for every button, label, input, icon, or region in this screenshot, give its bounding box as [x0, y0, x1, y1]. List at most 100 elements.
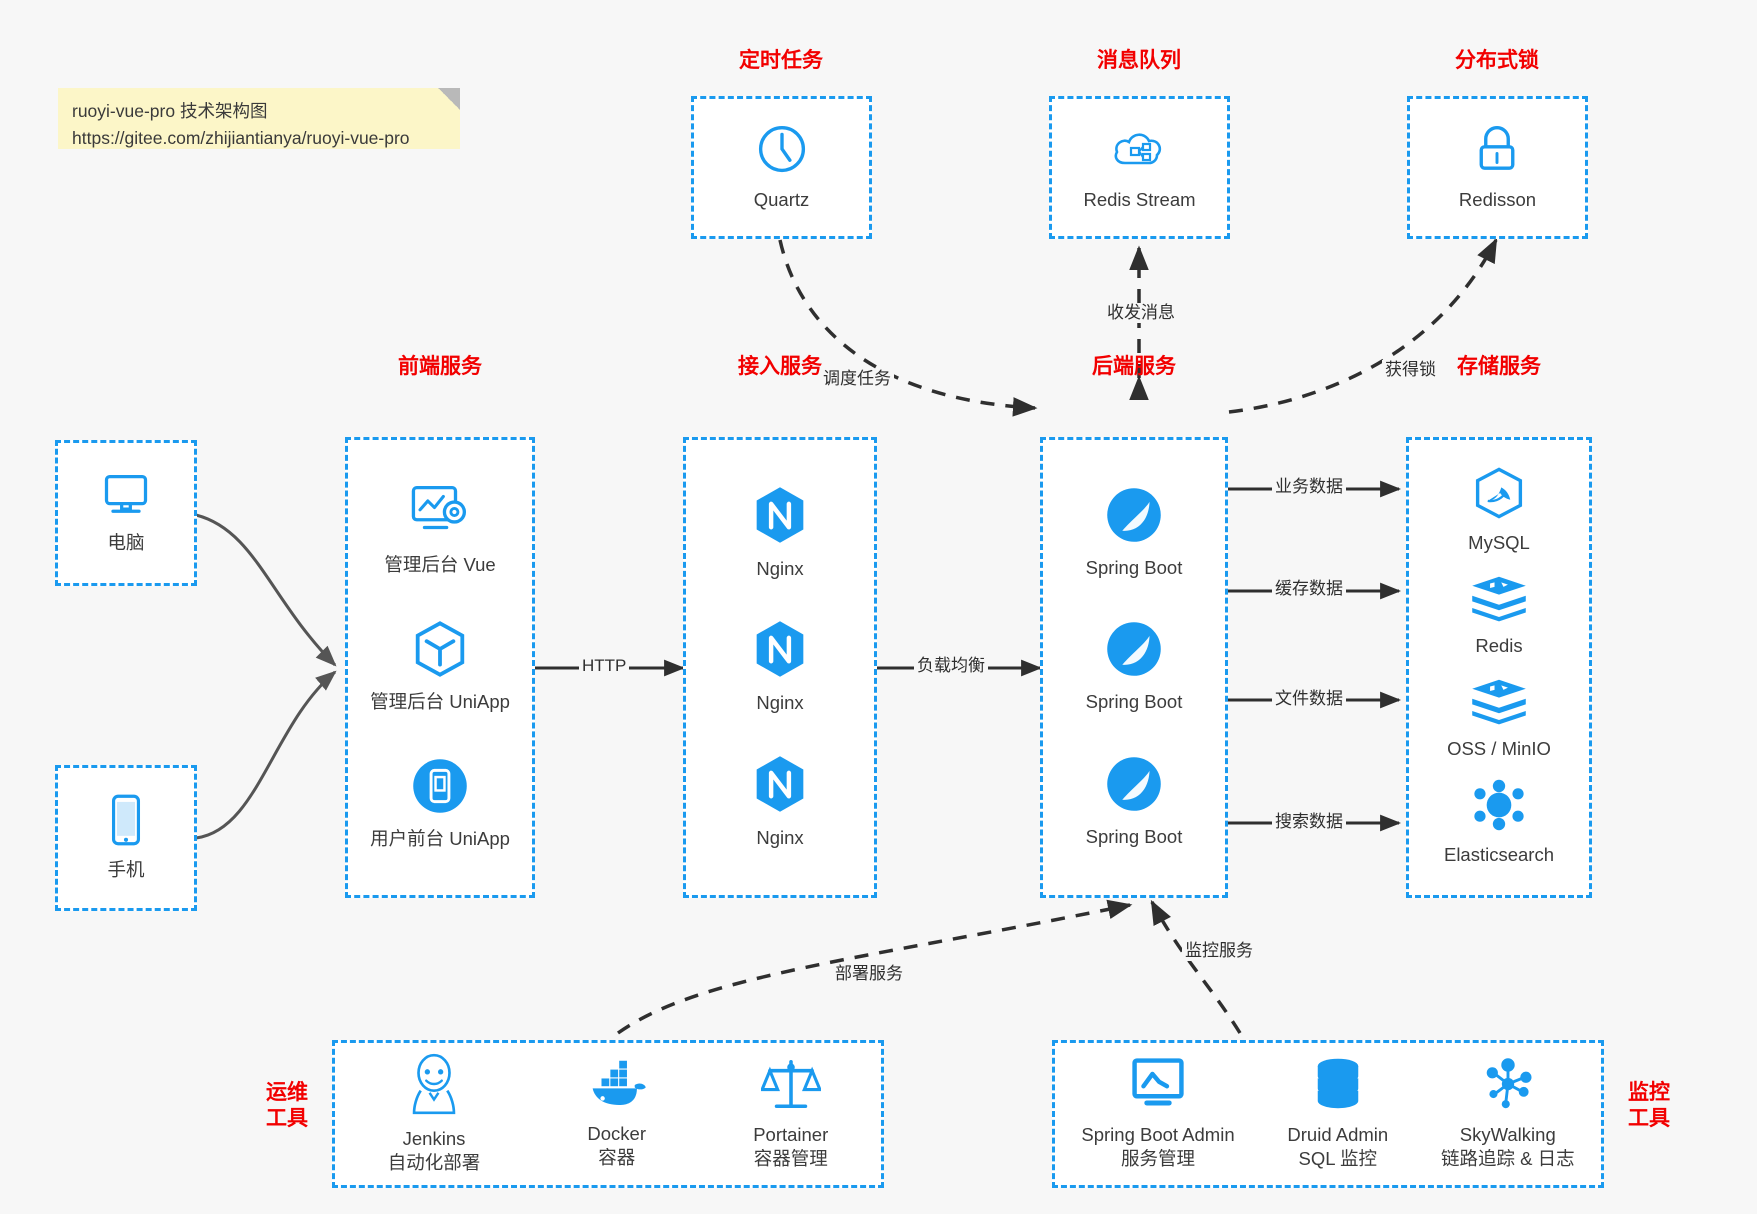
node-label: Redis: [1475, 634, 1523, 656]
nginx-icon: [753, 485, 807, 550]
node-skywalking[interactable]: SkyWalking 链路追踪 & 日志: [1441, 1057, 1575, 1172]
node-user-uniapp[interactable]: 用户前台 UniApp: [370, 757, 510, 851]
node-spring-boot-1[interactable]: Spring Boot: [1085, 486, 1183, 580]
node-label: Jenkins: [402, 1127, 466, 1149]
node-label: 电脑: [107, 531, 145, 553]
group-gateway-services: Nginx Nginx Nginx: [683, 437, 877, 898]
group-title-monitor: 监控 工具: [1617, 1080, 1681, 1131]
spring-leaf-icon: [1105, 755, 1163, 818]
edge-label-http: HTTP: [579, 656, 630, 677]
group-frontend-services: 管理后台 Vue 管理后台 UniApp 用户前台 UniApp: [345, 437, 535, 898]
node-label: Nginx: [756, 557, 804, 579]
node-label: Spring Boot Admin: [1081, 1123, 1235, 1145]
node-label: Spring Boot: [1085, 691, 1183, 713]
group-title-monitor-line1: 监控: [1628, 1081, 1670, 1104]
node-docker[interactable]: Docker 容器: [586, 1058, 648, 1171]
node-label: 管理后台 UniApp: [370, 691, 510, 713]
node-label: Nginx: [756, 692, 804, 714]
node-sublabel: 容器管理: [753, 1148, 828, 1169]
node-computer[interactable]: 电脑: [100, 471, 152, 555]
group-title-devops-line1: 运维: [266, 1081, 308, 1104]
node-label: Redisson: [1458, 189, 1537, 211]
node-sublabel: 容器: [598, 1147, 636, 1168]
node-elasticsearch[interactable]: Elasticsearch: [1444, 779, 1554, 867]
node-sublabel: 自动化部署: [387, 1152, 481, 1173]
edge-label-business-data: 业务数据: [1272, 477, 1346, 498]
jenkins-butler-icon: [405, 1053, 463, 1120]
skywalking-graph-icon: [1480, 1057, 1536, 1116]
node-oss-minio[interactable]: OSS / MinIO: [1447, 677, 1551, 761]
node-nginx-3[interactable]: Nginx: [753, 754, 807, 850]
clock-icon: [755, 122, 809, 181]
node-spring-boot-2[interactable]: Spring Boot: [1085, 620, 1183, 714]
group-client-pc: 电脑: [55, 440, 197, 586]
node-label: 用户前台 UniApp: [370, 828, 510, 850]
node-portainer[interactable]: Portainer 容器管理: [753, 1057, 828, 1172]
node-sublabel: 服务管理: [1121, 1148, 1196, 1169]
node-admin-uniapp[interactable]: 管理后台 UniApp: [370, 620, 510, 714]
node-label: Docker: [587, 1122, 647, 1144]
group-title-devops: 运维 工具: [255, 1080, 319, 1131]
spring-leaf-icon: [1105, 486, 1163, 549]
edge-label-monitor-service: 监控服务: [1182, 941, 1256, 962]
node-label: Portainer: [753, 1123, 829, 1145]
dashboard-gear-icon: [409, 483, 471, 546]
group-message-queue: Redis Stream: [1049, 96, 1230, 239]
edge-label-load-balance: 负载均衡: [914, 656, 988, 677]
hexagon-cube-icon: [412, 620, 468, 683]
node-jenkins[interactable]: Jenkins 自动化部署: [387, 1053, 481, 1176]
node-label: OSS / MinIO: [1447, 737, 1551, 759]
nginx-icon: [753, 754, 807, 819]
node-nginx-1[interactable]: Nginx: [753, 485, 807, 581]
docker-whale-icon: [586, 1058, 648, 1115]
object-storage-icon: [1470, 677, 1528, 730]
node-redis[interactable]: Redis: [1470, 574, 1528, 658]
spring-leaf-icon: [1105, 620, 1163, 683]
node-spring-boot-3[interactable]: Spring Boot: [1085, 755, 1183, 849]
node-redis-stream[interactable]: Redis Stream: [1083, 122, 1196, 212]
node-quartz[interactable]: Quartz: [754, 122, 809, 212]
node-label: Spring Boot: [1085, 556, 1183, 578]
node-druid-admin[interactable]: Druid Admin SQL 监控: [1287, 1057, 1388, 1172]
node-mysql[interactable]: MySQL: [1468, 467, 1530, 555]
padlock-icon: [1472, 122, 1522, 181]
edge-label-file-data: 文件数据: [1272, 689, 1346, 710]
node-label: Spring Boot: [1085, 825, 1183, 847]
mobile-app-icon: [411, 757, 469, 820]
desktop-monitor-icon: [100, 471, 152, 524]
group-title-mq: 消息队列: [1097, 49, 1181, 72]
cloud-stream-icon: [1111, 122, 1167, 181]
edge-label-cache-data: 缓存数据: [1272, 579, 1346, 600]
edge-label-acquire-lock: 获得锁: [1382, 360, 1439, 381]
node-label: MySQL: [1468, 532, 1530, 554]
node-spring-boot-admin[interactable]: Spring Boot Admin 服务管理: [1081, 1057, 1235, 1172]
node-admin-vue[interactable]: 管理后台 Vue: [384, 483, 496, 577]
elasticsearch-icon: [1471, 779, 1527, 836]
group-title-frontend: 前端服务: [398, 355, 482, 378]
node-redisson[interactable]: Redisson: [1459, 122, 1536, 212]
node-sublabel: 链路追踪 & 日志: [1440, 1148, 1575, 1169]
node-label: Redis Stream: [1083, 189, 1196, 211]
group-storage-services: MySQL Redis OSS: [1406, 437, 1592, 898]
node-label: Druid Admin: [1287, 1123, 1389, 1145]
group-title-backend: 后端服务: [1092, 355, 1176, 378]
group-title-storage: 存储服务: [1457, 355, 1541, 378]
edge-label-deploy-service: 部署服务: [832, 964, 906, 985]
monitor-chart-icon: [1129, 1057, 1187, 1116]
note-title: ruoyi-vue-pro 技术架构图: [72, 101, 268, 121]
smartphone-icon: [109, 794, 143, 851]
edge-label-send-receive-message: 收发消息: [1104, 303, 1178, 324]
node-label: 手机: [107, 858, 145, 880]
sticky-note: ruoyi-vue-pro 技术架构图 https://gitee.com/zh…: [58, 88, 460, 149]
group-scheduler: Quartz: [691, 96, 872, 239]
node-label: 管理后台 Vue: [384, 554, 496, 576]
group-title-scheduler: 定时任务: [739, 49, 823, 72]
group-title-gateway: 接入服务: [738, 355, 822, 378]
group-backend-services: Spring Boot Spring Boot Spring Boot: [1040, 437, 1228, 898]
node-nginx-2[interactable]: Nginx: [753, 619, 807, 715]
node-mobile[interactable]: 手机: [107, 794, 145, 882]
group-devops-tools: Jenkins 自动化部署 Docker 容器: [332, 1040, 884, 1188]
edge-label-search-data: 搜索数据: [1272, 812, 1346, 833]
group-distributed-lock: Redisson: [1407, 96, 1588, 239]
